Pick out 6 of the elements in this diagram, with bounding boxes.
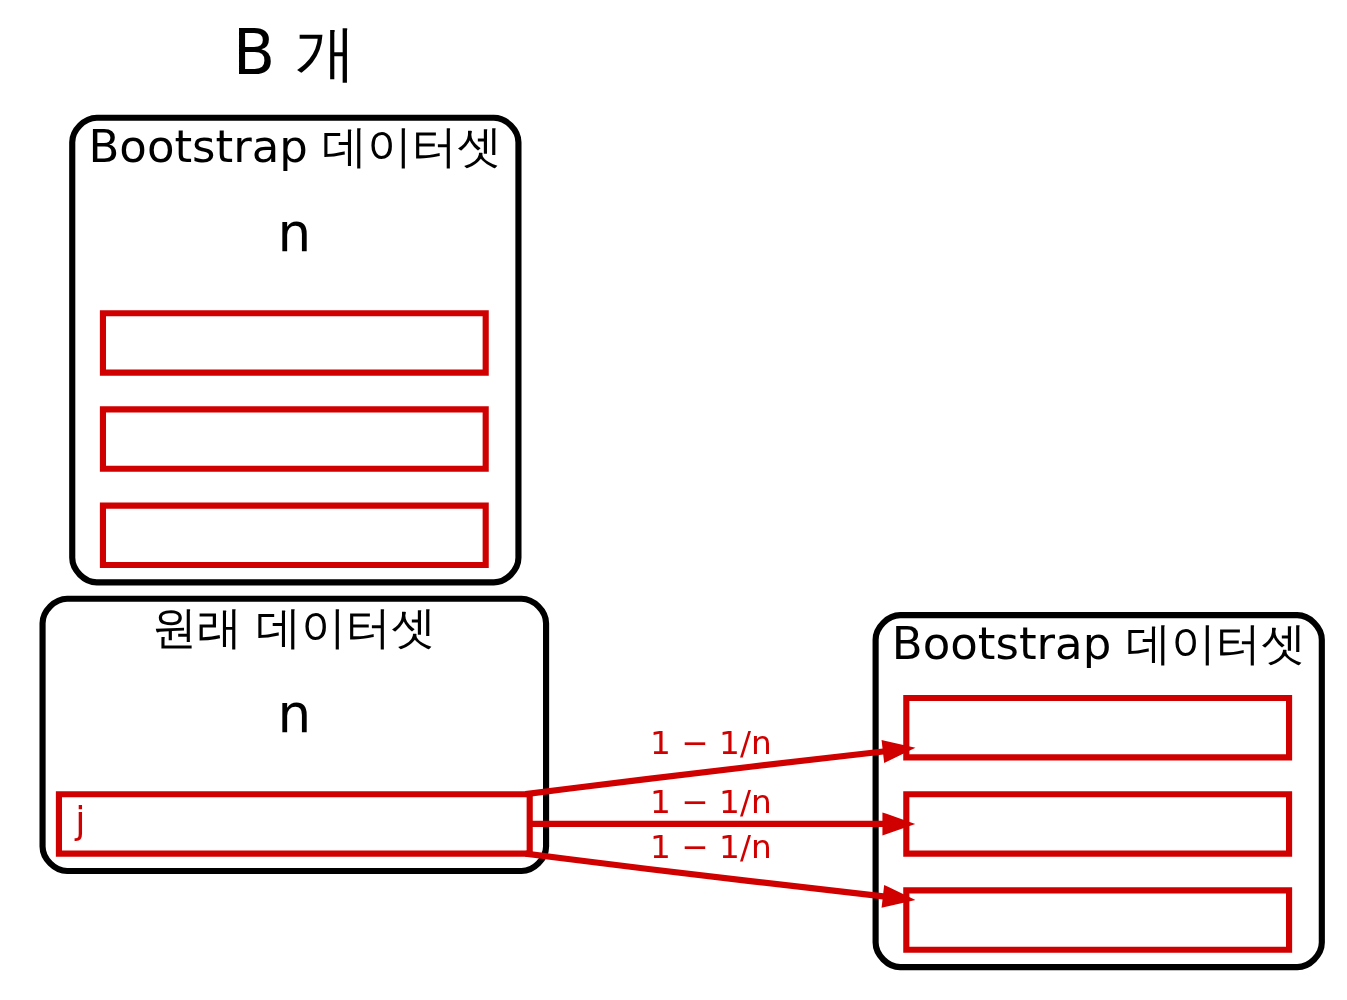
edge-label: 1 − 1/n xyxy=(649,783,772,822)
edge-label: 1 − 1/n xyxy=(649,828,772,867)
node-label: n xyxy=(276,202,311,265)
edge-label: 1 − 1/n xyxy=(649,723,772,762)
label: B 개 xyxy=(232,16,356,88)
node-label: n xyxy=(276,683,311,746)
